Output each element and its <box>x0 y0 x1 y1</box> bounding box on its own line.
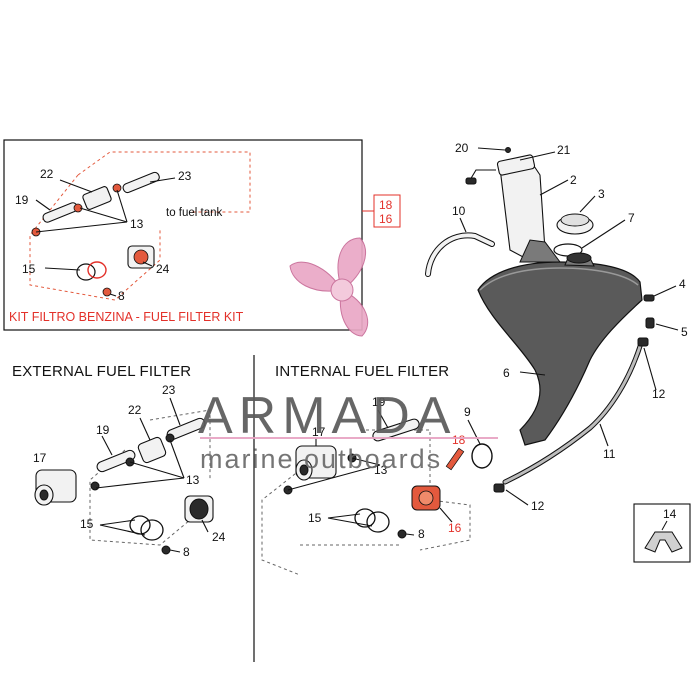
tank-callout-20: 20 <box>455 141 469 155</box>
ext-hose-19 <box>96 449 136 473</box>
ref-18: 18 <box>379 198 393 212</box>
ext-callout-22: 22 <box>128 403 142 417</box>
int-callout-9: 9 <box>464 405 471 419</box>
tank-callout-5: 5 <box>681 325 688 339</box>
ext-screw-8 <box>161 545 171 555</box>
kit-dashed-outline <box>29 151 251 301</box>
int-callout-17: 17 <box>312 425 326 439</box>
ext-clamp-b <box>165 433 175 443</box>
tank-float-arm <box>469 169 496 181</box>
kit-filter-body <box>82 186 112 210</box>
tank-callout-10: 10 <box>452 204 466 218</box>
int-part-18 <box>445 447 465 471</box>
ref-16: 16 <box>379 212 393 226</box>
part-14-callout: 14 <box>663 507 677 521</box>
tank-bolt-4 <box>643 294 655 302</box>
int-oring-a <box>354 508 376 528</box>
watermark-tagline: marine outboards <box>200 444 442 474</box>
int-callout-13: 13 <box>374 463 388 477</box>
tank-cap-3-top <box>560 213 590 227</box>
kit-callout-22: 22 <box>40 167 54 181</box>
ext-callout-15: 15 <box>80 517 94 531</box>
int-screw-8 <box>397 529 407 539</box>
tank-hose-11-fill <box>503 338 644 484</box>
tank-part-2-flange <box>496 154 536 176</box>
part-14-clip <box>644 531 683 553</box>
kit-callout-24: 24 <box>156 262 170 276</box>
kit-callout-23: 23 <box>178 169 192 183</box>
tank-callout-12a: 12 <box>652 387 666 401</box>
fuel-filter-kit-panel: 22 23 19 13 15 24 8 to fuel tank KIT FIL… <box>3 139 363 331</box>
int-callout-16: 16 <box>448 521 462 535</box>
kit-clamp-b <box>112 183 122 193</box>
kit-pump-cap <box>133 249 149 265</box>
int-callout-8: 8 <box>418 527 425 541</box>
tank-callout-21: 21 <box>557 143 571 157</box>
fuel-tank-assembly: 20 21 2 3 10 7 4 5 6 12 11 12 <box>425 141 688 513</box>
ext-part-17-port-inner <box>39 489 49 501</box>
kit-box-border <box>3 139 363 331</box>
ext-filter-22 <box>137 436 167 464</box>
kit-oring-a <box>76 263 96 281</box>
ext-callout-19: 19 <box>96 423 110 437</box>
kit-clamp-a <box>73 203 83 213</box>
tank-neck <box>519 239 561 263</box>
kit-note-fuel-tank: to fuel tank <box>166 207 223 219</box>
ext-oring-b <box>140 519 164 541</box>
ext-pump-cap <box>189 498 209 520</box>
tank-callout-6: 6 <box>503 366 510 380</box>
kit-callout-15: 15 <box>22 262 36 276</box>
kit-callout-8: 8 <box>118 289 125 303</box>
int-part-17-port-inner <box>299 464 309 476</box>
internal-title: INTERNAL FUEL FILTER <box>275 363 449 380</box>
external-title: EXTERNAL FUEL FILTER <box>12 363 191 380</box>
part-14-leader <box>661 520 668 531</box>
int-part-9 <box>471 443 493 469</box>
internal-filter-section: INTERNAL FUEL FILTER <box>261 363 493 576</box>
watermark-brand: ARMADA <box>198 387 456 445</box>
external-filter-section: EXTERNAL FUEL FILTER <box>12 363 226 559</box>
int-callout-18: 18 <box>452 433 466 447</box>
internal-dashed-outline <box>261 429 471 576</box>
kit-screw-8 <box>102 287 112 297</box>
int-oring-b <box>366 511 390 533</box>
kit-oring-b <box>87 261 107 279</box>
ext-callout-13: 13 <box>186 473 200 487</box>
tank-callout-3: 3 <box>598 187 605 201</box>
ext-callout-17: 17 <box>33 451 47 465</box>
kit-hose-19 <box>42 202 78 223</box>
tank-hose-10-fill <box>426 233 494 276</box>
tank-callout-12b: 12 <box>531 499 545 513</box>
tank-clamp-12a <box>637 337 649 347</box>
part-14-box: 14 <box>633 503 691 563</box>
propeller-logo-icon <box>289 237 369 337</box>
int-callout-15: 15 <box>308 511 322 525</box>
tank-bolt-5 <box>645 317 655 329</box>
tank-float <box>465 177 477 185</box>
tank-clamp-12b <box>493 483 505 493</box>
tank-callout-11: 11 <box>603 447 616 461</box>
tank-filler-opening <box>566 252 592 264</box>
part-14-border <box>633 503 691 563</box>
ext-callout-24: 24 <box>212 530 226 544</box>
kit-hose-23 <box>122 171 160 194</box>
kit-reference-box: 18 16 <box>362 194 401 228</box>
int-part-16-cap <box>418 490 434 506</box>
kit-caption: KIT FILTRO BENZINA - FUEL FILTER KIT <box>9 310 244 324</box>
tank-body-top <box>479 267 639 291</box>
ext-oring-a <box>129 515 151 535</box>
tank-body-6 <box>477 261 643 446</box>
int-callout-19: 19 <box>372 395 386 409</box>
ext-callout-23: 23 <box>162 383 176 397</box>
armada-watermark: ARMADA marine outboards <box>198 237 498 474</box>
tank-callout-4: 4 <box>679 277 686 291</box>
tank-callout-2: 2 <box>570 173 577 187</box>
tank-screw-20 <box>505 147 511 153</box>
ext-clamp-c <box>90 481 100 491</box>
tank-callout-7: 7 <box>628 211 635 225</box>
ext-callout-8: 8 <box>183 545 190 559</box>
kit-callout-19: 19 <box>15 193 29 207</box>
kit-callout-13: 13 <box>130 217 144 231</box>
